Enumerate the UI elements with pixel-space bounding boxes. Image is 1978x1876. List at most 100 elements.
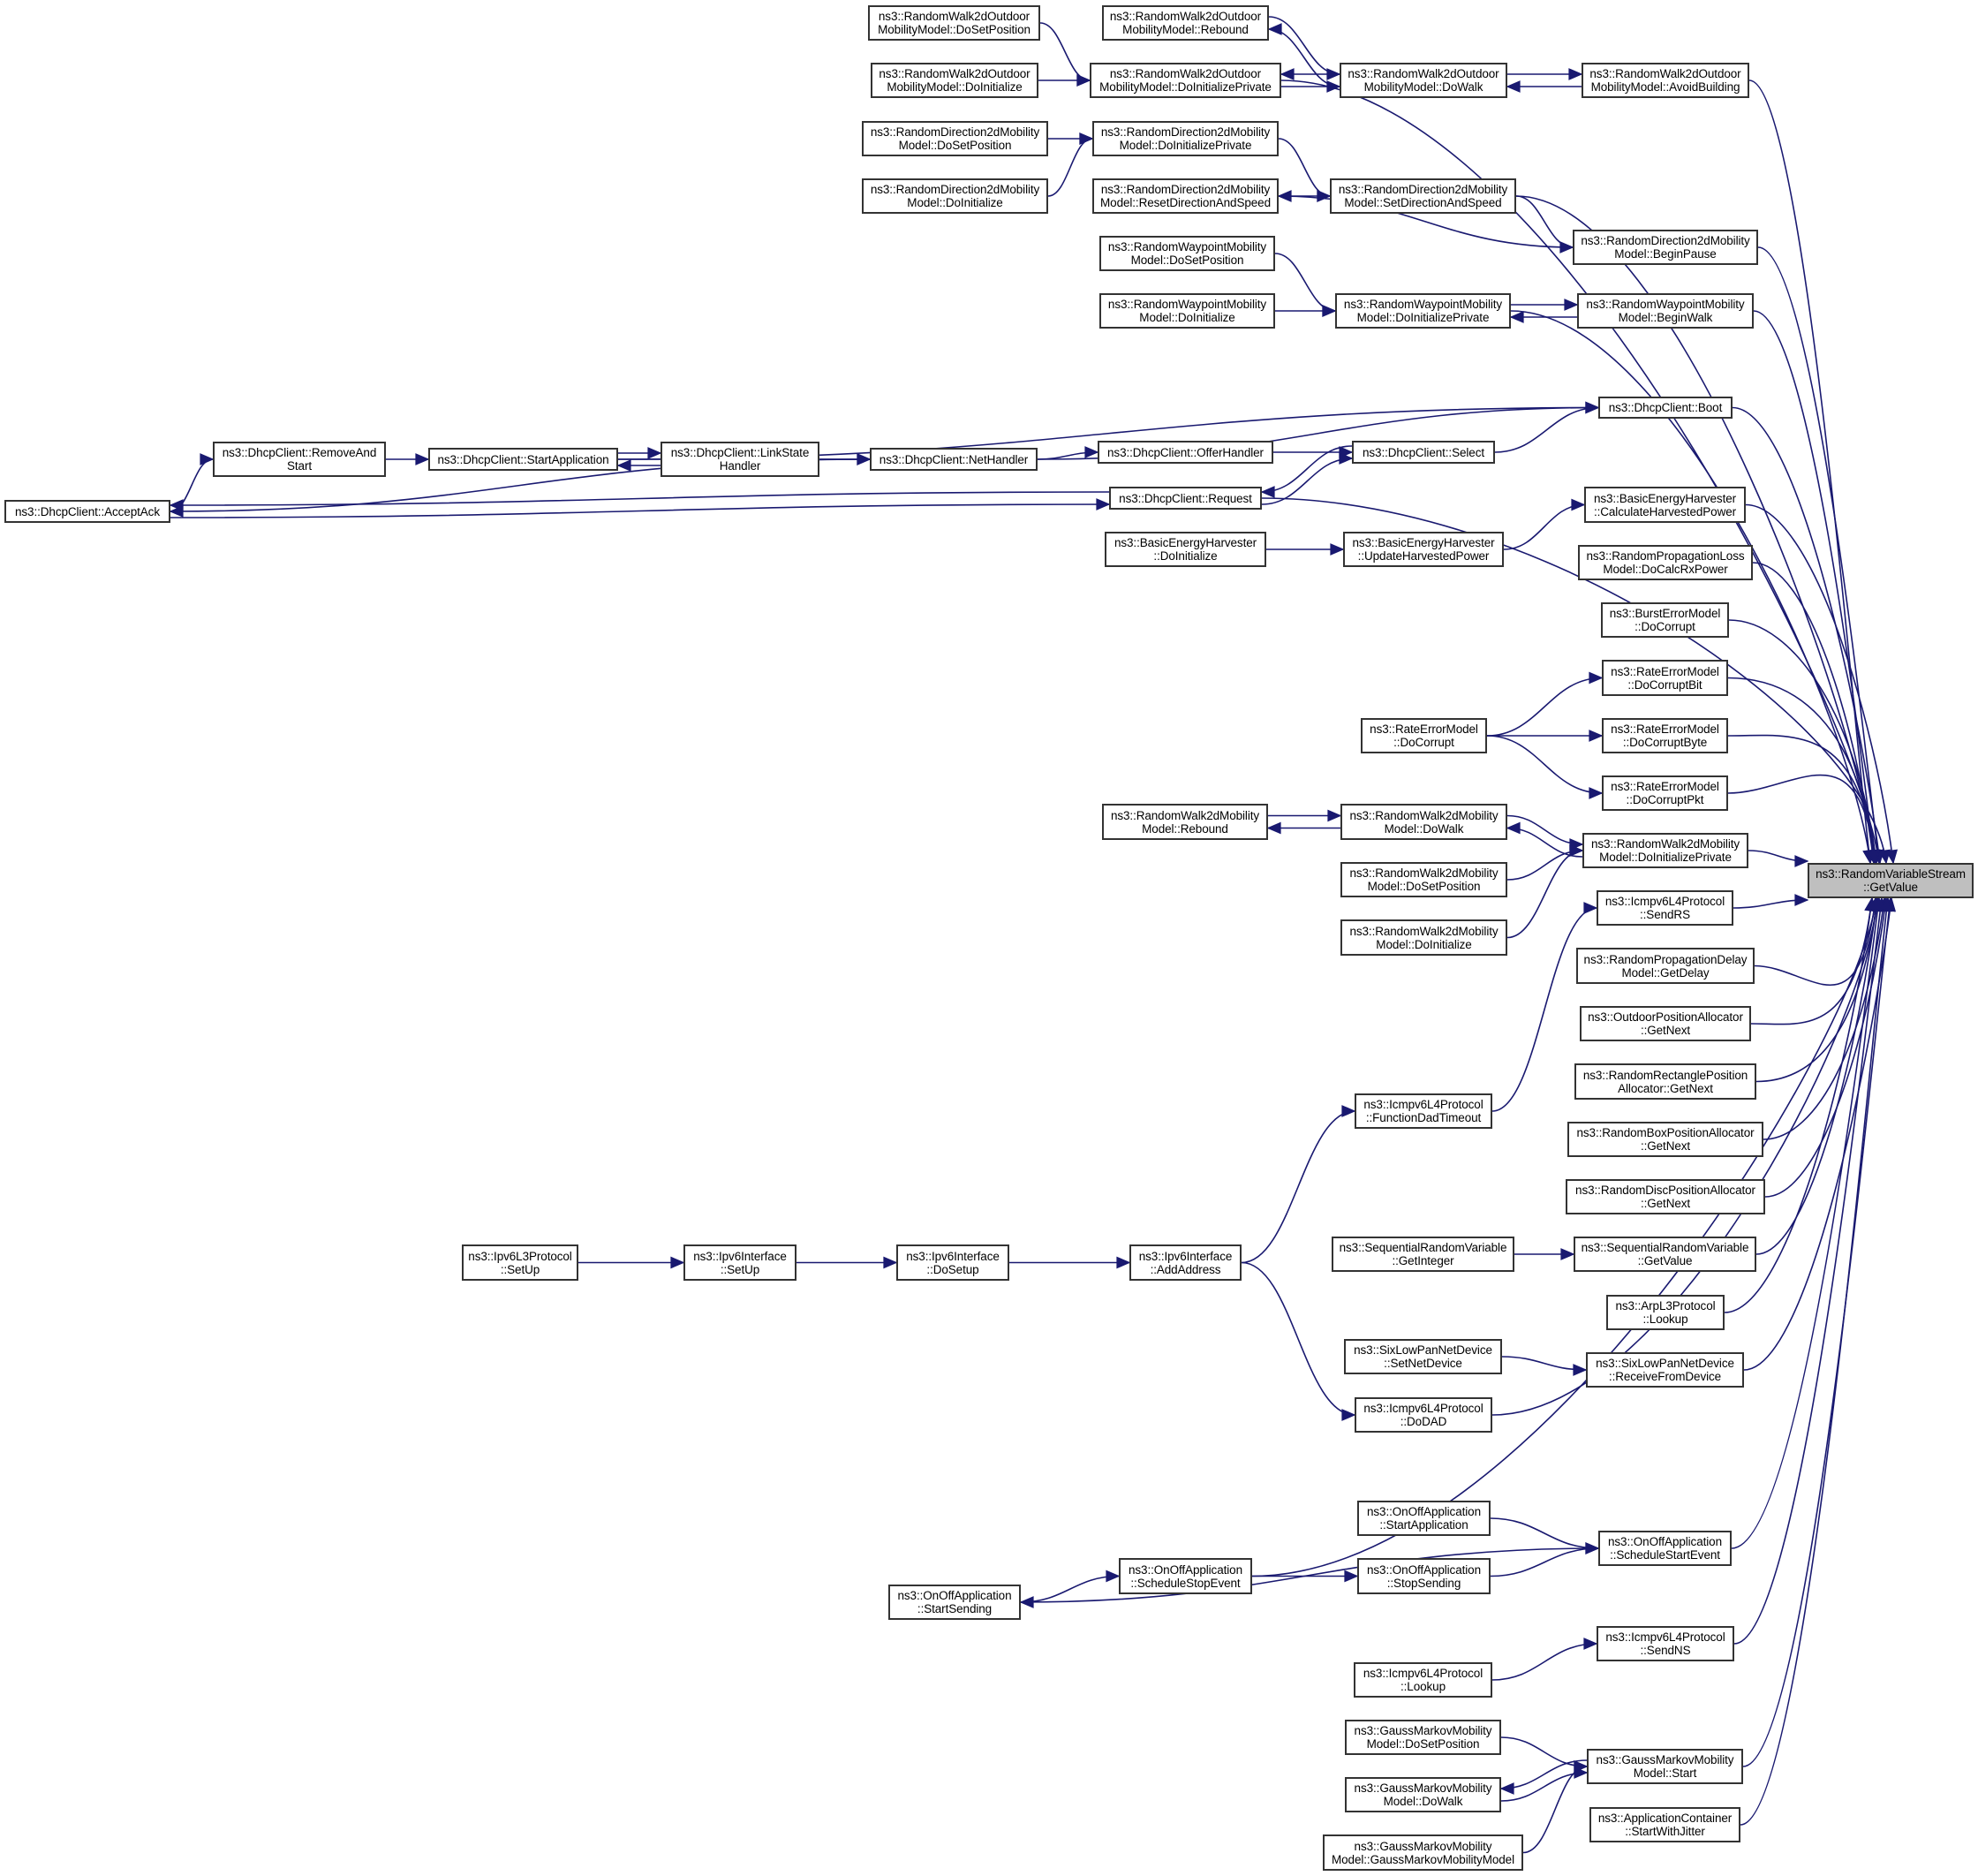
node-dhcpclient-acceptack[interactable]: ns3::DhcpClient::AcceptAck [4, 500, 170, 523]
node-applicationcontainer-startwithjitter[interactable]: ns3::ApplicationContainer::StartWithJitt… [1589, 1807, 1740, 1842]
edge-arrowhead [1564, 299, 1579, 311]
node-label-line1: ns3::BurstErrorModel [1609, 607, 1721, 620]
edge-rwp_dosetpos-to-rwp_doinitpriv [1274, 253, 1336, 312]
node-rateerrormodel-docorrupt[interactable]: ns3::RateErrorModel::DoCorrupt [1361, 718, 1487, 753]
node-label-line2: Model::DoInitialize [907, 196, 1003, 209]
node-outdoorpositionallocator-getnext[interactable]: ns3::OutdoorPositionAllocator::GetNext [1580, 1006, 1751, 1041]
node-randomdiscpositionallocator-getnext[interactable]: ns3::RandomDiscPositionAllocator::GetNex… [1566, 1179, 1765, 1214]
node-dhcpclient-select[interactable]: ns3::DhcpClient::Select [1352, 441, 1495, 464]
node-ipv6interface-addaddress[interactable]: ns3::Ipv6Interface::AddAddress [1129, 1244, 1242, 1281]
edge-rw2do_avoid-to-getvalue [1748, 79, 1871, 864]
node-basicenergyharvester-calculateharvestedpower[interactable]: ns3::BasicEnergyHarvester::CalculateHarv… [1584, 487, 1746, 523]
node-onoffapplication-stopsending[interactable]: ns3::OnOffApplication::StopSending [1357, 1558, 1491, 1594]
node-dhcpclient-boot[interactable]: ns3::DhcpClient::Boot [1598, 397, 1733, 419]
node-basicenergyharvester-doinitialize[interactable]: ns3::BasicEnergyHarvester::DoInitialize [1105, 532, 1266, 567]
node-sixlowpannetdevice-receivefromdevice[interactable]: ns3::SixLowPanNetDevice::ReceiveFromDevi… [1586, 1352, 1744, 1388]
node-sequentialrandomvariable-getinteger[interactable]: ns3::SequentialRandomVariable::GetIntege… [1332, 1237, 1514, 1272]
node-label-line2: ::FunctionDadTimeout [1365, 1111, 1482, 1124]
node-label-line1: ns3::RandomPropagationDelay [1583, 952, 1748, 966]
node-bursterrormodel-docorrupt[interactable]: ns3::BurstErrorModel::DoCorrupt [1601, 602, 1729, 638]
edge-arrowhead [616, 459, 631, 472]
edge-rem_docorrupt-to-rem_bit [1486, 677, 1603, 737]
node-label-line1: ns3::Icmpv6L4Protocol [1605, 1630, 1725, 1644]
node-label-line1: ns3::RandomVariableStream [1816, 867, 1966, 881]
edge-onoff_startapp-to-onoff_schedstart [1490, 1517, 1599, 1549]
node-ipv6interface-setup[interactable]: ns3::Ipv6Interface::SetUp [683, 1244, 796, 1281]
node-rateerrormodel-docorruptbit[interactable]: ns3::RateErrorModel::DoCorruptBit [1602, 660, 1728, 696]
node-label-line2: ::SetNetDevice [1384, 1357, 1462, 1370]
node-dhcpclient-nethandler[interactable]: ns3::DhcpClient::NetHandler [870, 448, 1038, 471]
node-onoffapplication-schedulestopevent[interactable]: ns3::OnOffApplication::ScheduleStopEvent [1119, 1558, 1252, 1594]
edge-arrowhead [1589, 671, 1604, 685]
node-onoffapplication-startapplication[interactable]: ns3::OnOffApplication::StartApplication [1357, 1501, 1491, 1536]
node-icmpv6l4protocol-functiondadtimeout[interactable]: ns3::Icmpv6L4Protocol::FunctionDadTimeou… [1355, 1093, 1492, 1129]
edge-rem_pkt-to-getvalue [1727, 774, 1876, 864]
node-sixlowpannetdevice-setnetdevice[interactable]: ns3::SixLowPanNetDevice::SetNetDevice [1344, 1339, 1502, 1374]
node-label-line1: ns3::OutdoorPositionAllocator [1588, 1010, 1743, 1024]
node-icmpv6l4protocol-sendns[interactable]: ns3::Icmpv6L4Protocol::SendNS [1597, 1626, 1734, 1661]
node-arpl3protocol-lookup[interactable]: ns3::ArpL3Protocol::Lookup [1606, 1295, 1725, 1330]
node-icmpv6l4protocol-dodad[interactable]: ns3::Icmpv6L4Protocol::DoDAD [1355, 1397, 1492, 1433]
edge-arrowhead [1277, 190, 1292, 202]
node-rateerrormodel-docorruptpkt[interactable]: ns3::RateErrorModel::DoCorruptPkt [1602, 775, 1728, 811]
node-onoffapplication-startsending[interactable]: ns3::OnOffApplication::StartSending [888, 1585, 1021, 1620]
node-basicenergyharvester-updateharvestedpower[interactable]: ns3::BasicEnergyHarvester::UpdateHarvest… [1343, 532, 1504, 567]
node-label-line2: ::StopSending [1386, 1576, 1461, 1590]
node-dhcpclient-offerhandler[interactable]: ns3::DhcpClient::OfferHandler [1098, 441, 1273, 464]
edge-onoff_startsend-to-onoff_schedstop [1020, 1575, 1120, 1603]
node-onoffapplication-schedulestartevent[interactable]: ns3::OnOffApplication::ScheduleStartEven… [1598, 1531, 1732, 1566]
node-ipv6interface-dosetup[interactable]: ns3::Ipv6Interface::DoSetup [896, 1244, 1009, 1281]
edge-gm_ctor-to-gm_start [1522, 1766, 1588, 1854]
node-dhcpclient-request[interactable]: ns3::DhcpClient::Request [1109, 487, 1262, 510]
edge-arrowhead [1794, 855, 1809, 867]
node-randomvariablestream-getvalue-target[interactable]: ns3::RandomVariableStream::GetValue [1808, 863, 1974, 898]
node-label-line2: Model::DoInitialize [1376, 937, 1472, 951]
node-sequentialrandomvariable-getvalue[interactable]: ns3::SequentialRandomVariable::GetValue [1574, 1237, 1756, 1272]
edge-arrowhead [1076, 74, 1091, 87]
node-icmpv6l4protocol-lookup[interactable]: ns3::Icmpv6L4Protocol::Lookup [1354, 1662, 1492, 1698]
node-rateerrormodel-docorruptbyte[interactable]: ns3::RateErrorModel::DoCorruptByte [1602, 718, 1728, 753]
edge-appcont-to-getvalue [1740, 897, 1889, 1826]
node-label-line2: Model::GetDelay [1621, 965, 1710, 980]
node-label-line1: ns3::DhcpClient::AcceptAck [15, 504, 160, 518]
node-label-line1: ns3::RandomWalk2dMobility [1590, 837, 1740, 851]
edge-rpdelay-to-getvalue [1754, 897, 1876, 987]
node-icmpv6l4protocol-sendrs[interactable]: ns3::Icmpv6L4Protocol::SendRS [1597, 890, 1733, 926]
node-label-line2: ::ReceiveFromDevice [1608, 1370, 1722, 1383]
node-label-line2: ::GetNext [1640, 1197, 1691, 1210]
node-ipv6l3protocol-setup[interactable]: ns3::Ipv6L3Protocol::SetUp [462, 1244, 578, 1281]
node-randomboxpositionallocator-getnext[interactable]: ns3::RandomBoxPositionAllocator::GetNext [1567, 1122, 1763, 1157]
edge-beh_calc-to-getvalue [1745, 503, 1894, 864]
node-dhcpclient-startapplication[interactable]: ns3::DhcpClient::StartApplication [428, 448, 618, 471]
